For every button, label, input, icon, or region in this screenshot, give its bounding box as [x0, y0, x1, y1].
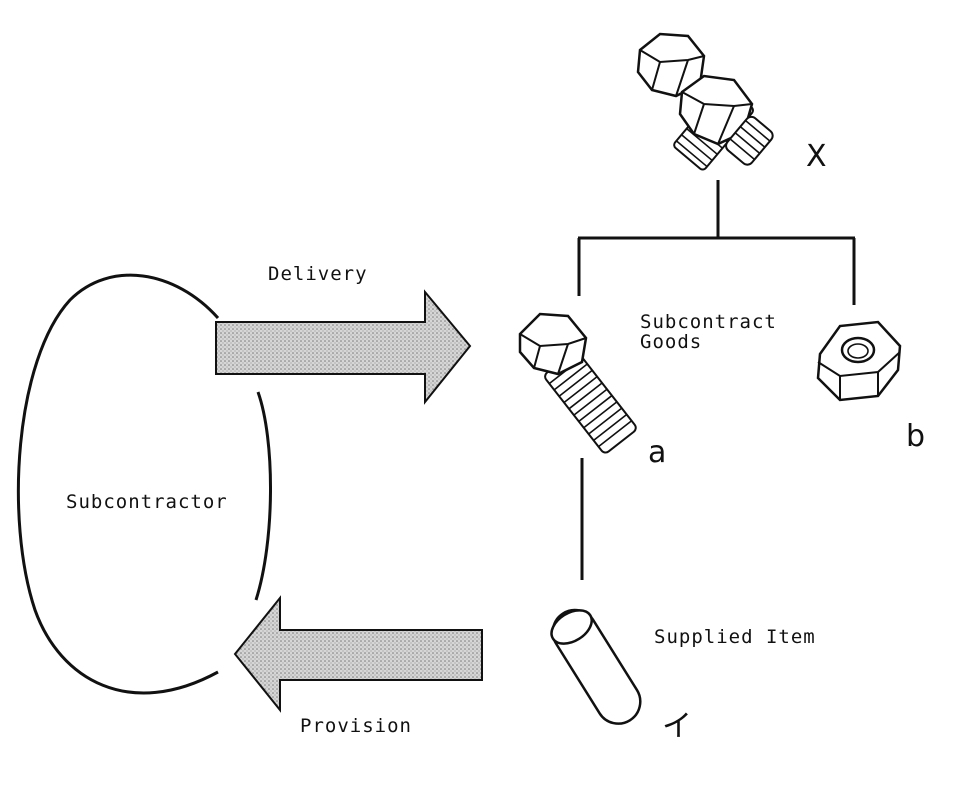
bolt-icon	[518, 312, 637, 454]
provision-label: Provision	[300, 715, 412, 737]
delivery-label: Delivery	[268, 263, 368, 285]
item-x-label: X	[806, 139, 827, 174]
item-i-label: イ	[662, 709, 692, 744]
provision-arrow	[233, 595, 483, 713]
supplied-item-label: Supplied Item	[654, 626, 816, 648]
bolt-nut-assembly-icon	[636, 32, 774, 171]
subcontractor-label: Subcontractor	[66, 491, 228, 513]
item-b-label: b	[906, 419, 925, 454]
subcontractor-ellipse	[16, 273, 272, 695]
delivery-arrow	[215, 289, 472, 405]
subcontract-goods-label-line1: Subcontract	[640, 311, 777, 333]
cylinder-rod-icon	[550, 608, 642, 725]
hex-nut-icon	[816, 320, 902, 402]
hierarchy-lines	[577, 180, 856, 580]
item-a-label: a	[648, 435, 666, 470]
subcontract-goods-label-line2: Goods	[640, 331, 702, 353]
